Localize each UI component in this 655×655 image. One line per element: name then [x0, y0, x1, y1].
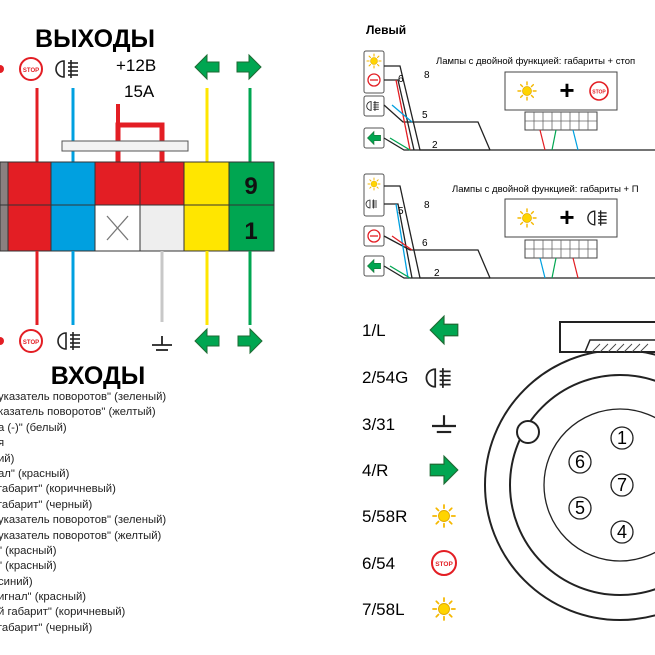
svg-text:STOP: STOP	[435, 561, 453, 568]
pin-1-label: 1	[244, 218, 257, 245]
svg-text:STOP: STOP	[592, 90, 606, 96]
legend-item: я	[0, 437, 5, 450]
connector-latch	[61, 140, 189, 152]
legend-item: указатель поворотов" (зеленый)	[0, 514, 167, 527]
wire-legend: указатель поворотов" (зеленый) казатель …	[0, 390, 238, 636]
legend-item: " (красный)	[0, 560, 57, 573]
lamp2-caption: Лампы с двойной функцией: габариты + П	[452, 184, 639, 195]
legend-item: указатель поворотов" (зеленый)	[0, 391, 167, 403]
legend-item: ий)	[0, 452, 15, 465]
legend-item: й габарит" (коричневый)	[0, 606, 126, 619]
legend-item: а (-)" (белый)	[0, 421, 67, 434]
ground-icon	[151, 335, 173, 351]
wire-number: 2	[434, 268, 440, 279]
socket-diagram	[484, 321, 655, 621]
lamp-group-1: 8 6 5 2 Лампы с двойной функцией: габари…	[363, 50, 655, 151]
legend-item: габарит" (черный)	[0, 498, 93, 511]
wire-number: 8	[424, 70, 430, 81]
pin-label: 2/54G	[362, 368, 408, 387]
fog-light-icon	[55, 59, 79, 79]
socket-pin	[568, 450, 592, 474]
pin-list: 1/L 2/54G 3/31 4/R 5/58R 6/54 7/58L	[362, 321, 408, 619]
inputs-title: ВХОДЫ	[51, 362, 146, 390]
fog-light-icon	[57, 331, 81, 351]
arrow-right-icon	[237, 328, 263, 354]
sun-icon	[432, 597, 456, 621]
plus-sign: +	[559, 75, 574, 105]
wire-number: 2	[432, 140, 438, 151]
power-label: +12В	[116, 56, 156, 75]
wire-number: 5	[422, 110, 428, 121]
legend-item: ал" (красный)	[0, 467, 70, 480]
connector-block	[0, 161, 275, 252]
pin-label: 4/R	[362, 461, 388, 480]
legend-item: габарит" (черный)	[0, 621, 93, 634]
socket-pin	[610, 426, 634, 450]
fog-light-icon	[425, 367, 452, 389]
partial-icon	[0, 337, 4, 345]
legend-item: " (красный)	[0, 544, 57, 557]
stop-icon: STOP	[19, 57, 43, 81]
pin-label: 7/58L	[362, 600, 405, 619]
wire-number: 6	[422, 238, 428, 249]
stop-icon: STOP	[19, 329, 43, 353]
side-label: Левый	[366, 23, 406, 37]
stop-icon: STOP	[589, 81, 609, 101]
legend-item: игнал" (красный)	[0, 591, 87, 604]
arrow-left-icon	[194, 54, 220, 80]
pin-label: 3/31	[362, 415, 395, 434]
socket-pin	[568, 496, 592, 520]
arrow-left-icon	[194, 328, 220, 354]
lamp-group-2: 8 5 6 2 Лампы с двойной функцией: габари…	[363, 173, 655, 279]
ground-icon	[430, 414, 458, 434]
arrow-left-icon	[429, 315, 459, 345]
pin-label: 1/L	[362, 321, 386, 340]
partial-icon	[0, 65, 4, 73]
socket-pin	[610, 473, 634, 497]
legend-item: габарит" (коричневый)	[0, 483, 116, 496]
outputs-title: ВЫХОДЫ	[35, 25, 155, 53]
wire-number: 8	[424, 200, 430, 211]
socket-pin-number: 6	[575, 452, 585, 472]
legend-item: указатель поворотов" (желтый)	[0, 529, 162, 542]
sun-icon	[432, 504, 456, 528]
arrow-right-icon	[429, 455, 459, 485]
svg-text:STOP: STOP	[23, 340, 39, 346]
socket-pin	[610, 520, 634, 544]
wire-number: 6	[398, 74, 404, 85]
socket-pin-number: 7	[617, 475, 627, 495]
socket-pin-number: 4	[617, 522, 627, 542]
lamp1-caption: Лампы с двойной функцией: габариты + сто…	[436, 56, 635, 67]
legend-item: казатель поворотов" (желтый)	[0, 406, 156, 419]
socket-pin-number: 1	[617, 428, 627, 448]
wire-number: 5	[398, 206, 404, 217]
plus-sign: +	[559, 202, 574, 232]
pin-label: 6/54	[362, 554, 395, 573]
svg-text:STOP: STOP	[23, 68, 39, 74]
legend-item: синий)	[0, 575, 33, 588]
stop-icon: STOP	[431, 550, 457, 576]
pin-9-label: 9	[244, 173, 257, 200]
arrow-right-icon	[236, 54, 262, 80]
pin-label: 5/58R	[362, 507, 407, 526]
socket-pin-number: 5	[575, 498, 585, 518]
current-label: 15А	[124, 82, 155, 101]
